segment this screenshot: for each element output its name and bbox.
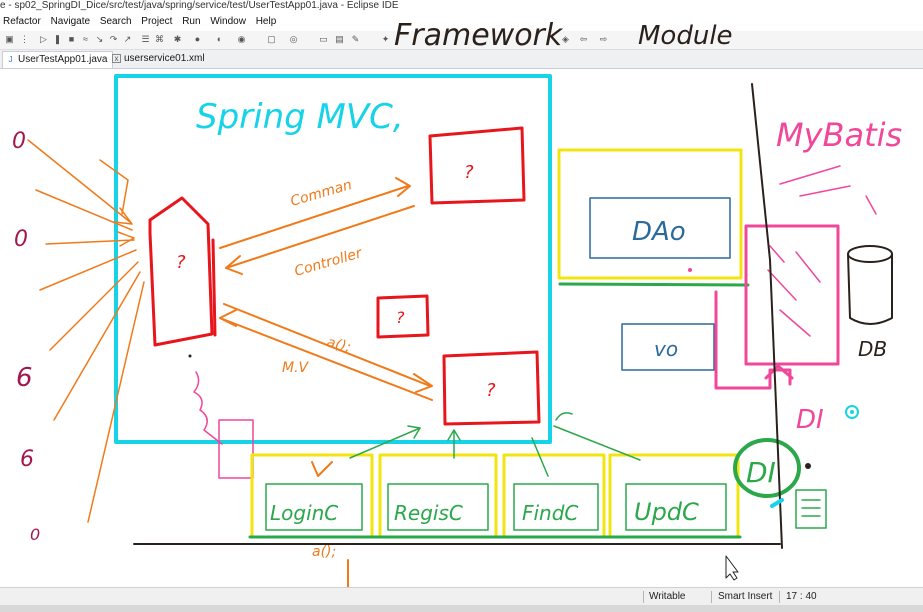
step-return-icon[interactable]: ↗ — [123, 34, 132, 44]
mybatis-label: MyBatis — [776, 116, 902, 154]
pin-icon[interactable]: ✦ — [381, 34, 390, 44]
debug-icon[interactable]: ✱ — [173, 34, 182, 44]
client-mark-1: 0 — [12, 129, 26, 154]
controller-label: Controller — [293, 245, 365, 280]
menu-window[interactable]: Window — [210, 16, 246, 27]
new-class-icon[interactable]: ◎ — [289, 34, 298, 44]
dao-box — [589, 197, 731, 259]
save-icon[interactable]: ▣ — [5, 34, 14, 44]
coverage-icon[interactable]: ◐ — [216, 34, 223, 44]
status-cursor-position: 17 : 40 — [786, 591, 817, 602]
editor-tab-bar: J UserTestApp01.java x userservice01.xml — [0, 50, 923, 69]
menu-project[interactable]: Project — [141, 16, 173, 27]
tab-userservice01[interactable]: x userservice01.xml — [109, 51, 209, 67]
front-controller-box — [148, 196, 214, 347]
component-call-label: a(); — [312, 544, 336, 560]
open-task-icon[interactable]: ☰ — [141, 34, 150, 44]
login-pointer-box — [218, 419, 254, 479]
back-icon[interactable]: ⇦ — [579, 34, 588, 44]
arrow-command — [219, 185, 409, 249]
component-update: UpdC — [634, 498, 699, 526]
status-writable: Writable — [649, 591, 686, 602]
external-tools-icon[interactable]: ◉ — [237, 34, 246, 44]
menu-refactor[interactable]: Refactor — [3, 16, 41, 27]
arrow-controller-back — [225, 205, 415, 269]
vo-label: vo — [654, 337, 678, 361]
bottom-controller-mark: ? — [486, 380, 496, 401]
mouse-cursor-icon — [725, 555, 739, 581]
dao-label: DAo — [632, 217, 686, 247]
terminate-icon[interactable]: ■ — [68, 34, 75, 44]
client-mark-3: 6 — [16, 363, 33, 393]
database-icon — [847, 253, 893, 325]
di-circle — [733, 438, 801, 498]
small-box-mark: ? — [396, 308, 405, 327]
status-bar: Writable Smart Insert 17 : 40 — [0, 587, 923, 606]
tab-label: userservice01.xml — [124, 53, 205, 64]
client-mark-2: 0 — [14, 227, 28, 252]
vo-box — [621, 323, 715, 371]
step-into-icon[interactable]: ↘ — [95, 34, 104, 44]
bottom-controller-box — [442, 350, 541, 426]
arrow-to-bottom — [223, 303, 431, 387]
run-icon[interactable]: ● — [194, 34, 201, 44]
module-label: Module — [638, 21, 733, 51]
top-controller-box — [428, 126, 526, 205]
status-insert-mode: Smart Insert — [718, 591, 773, 602]
new-icon[interactable]: ▢ — [267, 34, 276, 44]
di-arrow — [714, 290, 792, 390]
top-controller-mark: ? — [464, 162, 474, 183]
resume-icon[interactable]: ▷ — [40, 34, 47, 44]
open-type-icon[interactable]: ▭ — [319, 34, 328, 44]
menu-bar: Refactor Navigate Search Project Run Win… — [0, 14, 923, 31]
open-folder-icon[interactable]: ▤ — [335, 34, 344, 44]
db-label: DB — [858, 337, 887, 361]
java-file-icon: J — [8, 55, 13, 64]
client-mark-5: 0 — [30, 525, 40, 544]
arrow-mv-back — [219, 317, 433, 401]
di-label: DI — [796, 405, 824, 435]
component-register: RegisC — [394, 501, 463, 525]
menu-help[interactable]: Help — [255, 16, 277, 27]
command-label: Comman — [289, 177, 354, 210]
client-mark-4: 6 — [20, 447, 34, 472]
menu-run[interactable]: Run — [182, 16, 201, 27]
suspend-icon[interactable]: ❚ — [53, 34, 62, 44]
taskbar-strip — [0, 605, 923, 612]
menu-navigate[interactable]: Navigate — [50, 16, 91, 27]
annotation-icon[interactable]: ◈ — [562, 34, 569, 44]
binary-icon[interactable]: ⌘ — [155, 34, 164, 44]
small-box — [376, 294, 430, 339]
framework-label: Framework — [394, 18, 564, 53]
forward-icon[interactable]: ⇨ — [599, 34, 608, 44]
checkmark — [311, 461, 333, 477]
front-controller-mark: ? — [176, 252, 186, 273]
step-over-icon[interactable]: ↷ — [109, 34, 118, 44]
skip-icon[interactable]: ⋮ — [20, 34, 29, 44]
disconnect-icon[interactable]: ≈ — [83, 34, 88, 44]
main-toolbar: ▣ ⋮ ▷ ❚ ■ ≈ ↘ ↷ ↗ ☰ ⌘ ✱ ● ◐ ◉ ▢ ◎ ▭ ▤ ✎ … — [0, 31, 923, 50]
mybatis-box — [744, 224, 840, 366]
di-circle-label: DI — [746, 456, 776, 489]
xml-file-icon: x — [112, 54, 121, 63]
search-icon[interactable]: ✎ — [351, 34, 360, 44]
menu-search[interactable]: Search — [99, 16, 132, 27]
window-title: e - sp02_SpringDI_Dice/src/test/java/spr… — [0, 0, 923, 14]
spring-mvc-label: Spring MVC, — [196, 97, 404, 137]
request-squiggle — [193, 371, 223, 445]
method-call-label: a(); — [325, 334, 352, 355]
component-login: LoginC — [270, 501, 338, 525]
tab-label: UserTestApp01.java — [18, 54, 108, 65]
component-find: FindC — [522, 501, 578, 525]
dao-outer-box — [557, 148, 743, 280]
model-view-label: M.V — [282, 360, 310, 376]
